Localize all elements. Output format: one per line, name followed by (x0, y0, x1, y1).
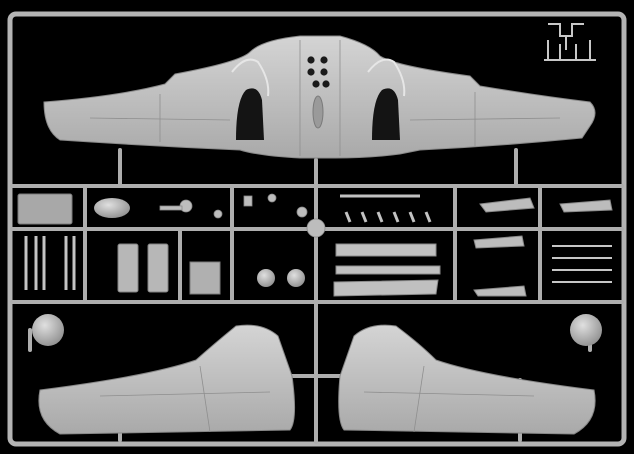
long-strut-parts (333, 243, 441, 297)
canopy-frame-part (17, 193, 73, 225)
cowling-dome-left (32, 314, 64, 346)
small-parts-top-right (544, 23, 596, 61)
rocket-rails (340, 194, 432, 223)
drop-tank-part (94, 198, 130, 218)
lower-wing-left (38, 324, 296, 435)
small-fittings (159, 193, 326, 238)
undercarriage-legs (24, 236, 76, 290)
upper-wing-part (43, 35, 596, 159)
gun-port-holes (307, 56, 330, 88)
cowling-dome-right (570, 314, 602, 346)
landing-flaps-right (479, 197, 613, 213)
small-fin-parts (473, 235, 527, 297)
seat-frames (117, 243, 169, 293)
pylon-parts (552, 245, 612, 283)
instrument-box (189, 261, 221, 295)
lower-wing-right (338, 324, 596, 435)
wheel-hubs (257, 269, 305, 287)
